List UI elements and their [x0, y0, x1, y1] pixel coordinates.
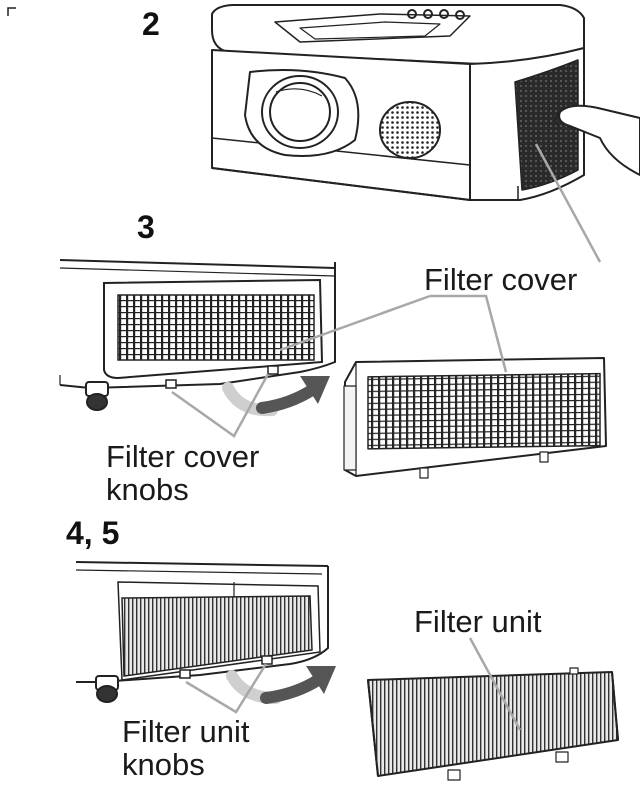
label-filter-cover-knobs-line1: Filter cover — [106, 439, 260, 474]
corner-mark — [7, 7, 16, 16]
leader-filter-unit-knobs — [185, 663, 268, 714]
label-filter-cover-knobs-line2: knobs — [106, 472, 189, 507]
filter-cover-illustration — [343, 357, 607, 479]
projector-underside-unit — [75, 561, 329, 703]
leader-filter-cover-knobs — [171, 373, 270, 438]
label-filter-unit-knobs-line2: knobs — [122, 747, 205, 782]
label-filter-unit: Filter unit — [414, 604, 542, 639]
leader-filter-cover-hbar — [430, 294, 508, 373]
step-number-2: 2 — [142, 6, 160, 42]
leader-filter-cover-to-cover — [279, 294, 431, 352]
finger-illustration — [554, 104, 640, 176]
step-number-4-5: 4, 5 — [66, 515, 120, 551]
leader-filter-cover-step2 — [534, 143, 602, 263]
label-filter-cover: Filter cover — [424, 262, 578, 297]
motion-arrow-dark — [260, 666, 336, 704]
label-filter-unit-knobs-line1: Filter unit — [122, 714, 250, 749]
projector-underside-cover — [59, 259, 336, 411]
leader-filter-unit — [468, 637, 522, 731]
leader-lines — [171, 143, 602, 731]
step-number-3: 3 — [137, 209, 155, 245]
projector-illustration — [211, 4, 585, 201]
motion-arrow-dark — [256, 376, 330, 414]
filter-unit-illustration — [367, 667, 619, 781]
